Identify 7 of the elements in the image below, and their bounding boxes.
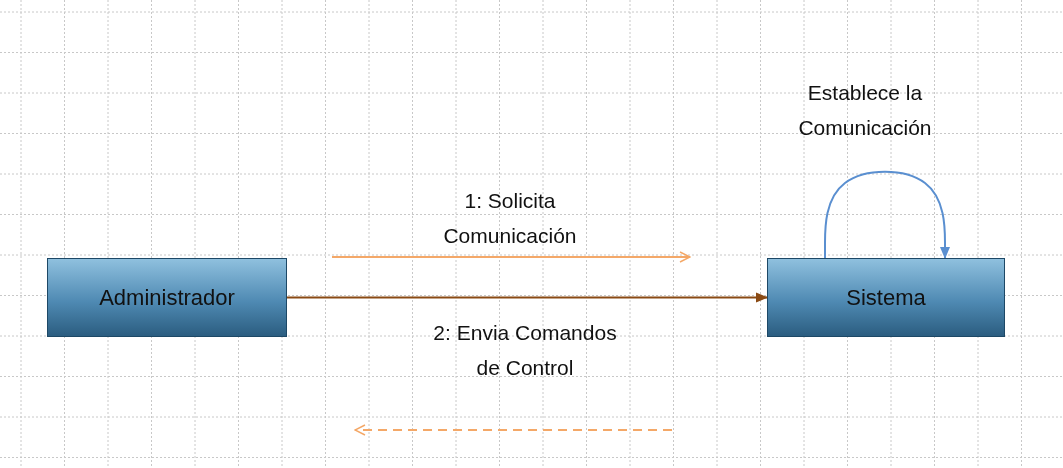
message-label: 1: Solicita Comunicación xyxy=(442,188,578,249)
arrow xyxy=(824,170,950,259)
arrow xyxy=(286,292,768,303)
object-box: Sistema xyxy=(767,258,1005,337)
message-label: 2: Envia Comandos de Control xyxy=(432,320,618,381)
object-box: Administrador xyxy=(47,258,287,337)
edge-label: Establece la Comunicación xyxy=(797,80,933,141)
